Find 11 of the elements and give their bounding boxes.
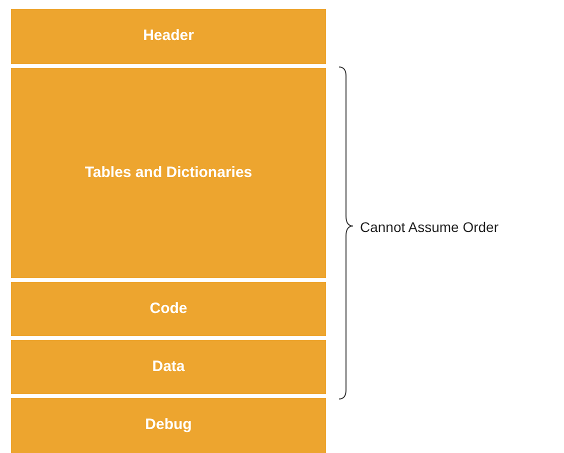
memory-segment-box [11,68,326,278]
memory-segment-box [11,282,326,336]
memory-segment-box [11,9,326,64]
segment-label: Data [152,356,185,377]
memory-segment-box [11,398,326,453]
segment-label: Tables and Dictionaries [84,162,252,183]
segment-label: Debug [145,415,192,436]
segment-label: Code [150,298,188,319]
order-note: Cannot Assume Order [360,218,499,237]
segment-label: Header [143,26,194,46]
memory-segment-box [11,340,326,394]
